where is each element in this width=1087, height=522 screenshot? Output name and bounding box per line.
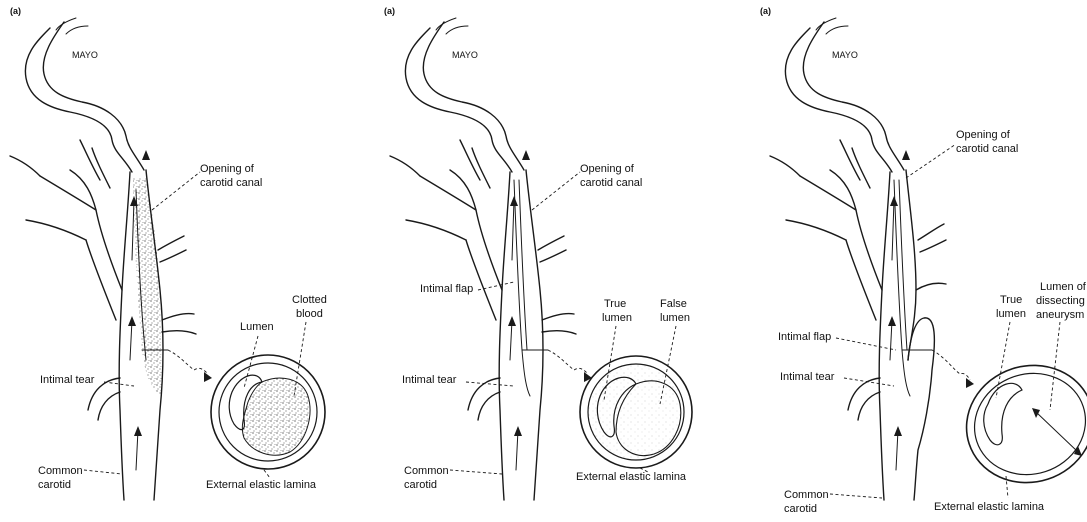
leader-intimal-flap	[836, 338, 896, 350]
label-intimal-flap: Intimal flap	[420, 283, 473, 295]
label-true-lumen: True lumen	[996, 294, 1026, 320]
leader-common	[830, 494, 882, 498]
label-intimal-tear: Intimal tear	[780, 371, 835, 383]
label-external-lamina: External elastic lamina	[934, 501, 1045, 513]
mayo-logo: MAYO	[72, 50, 98, 60]
vessel-drawing: MAYO	[10, 18, 212, 500]
mayo-logo: MAYO	[832, 50, 858, 60]
label-common-carotid: Common carotid	[784, 489, 832, 515]
label-lumen-dissecting: Lumen of dissecting aneurysm	[1036, 281, 1087, 321]
panel-dissecting-aneurysm: (a)	[760, 6, 1087, 515]
label-opening: Opening of carotid canal	[580, 163, 642, 189]
leader-intimal-tear	[466, 382, 514, 386]
vessel-drawing: MAYO	[390, 18, 592, 500]
panel-tag: (a)	[384, 6, 395, 16]
panel-clotted-blood: (a)	[10, 6, 330, 500]
panel-false-lumen: (a)	[384, 6, 692, 500]
leader-opening	[532, 172, 580, 210]
mayo-logo: MAYO	[452, 50, 478, 60]
leader-intimal-tear	[844, 378, 894, 386]
label-opening: Opening of carotid canal	[200, 163, 262, 189]
label-intimal-flap: Intimal flap	[778, 331, 831, 343]
vessel-drawing: MAYO	[770, 18, 974, 500]
leader-common	[450, 470, 502, 474]
label-external-lamina: External elastic lamina	[576, 471, 687, 483]
leader-common	[84, 470, 122, 474]
panel-tag: (a)	[10, 6, 21, 16]
leader-opening	[906, 144, 956, 178]
leader-intimal-flap	[478, 282, 514, 290]
leader-opening	[152, 172, 200, 210]
label-opening: Opening of carotid canal	[956, 129, 1018, 155]
label-true-lumen: True lumen	[602, 298, 632, 324]
leader-external	[264, 470, 270, 478]
panel-tag: (a)	[760, 6, 771, 16]
label-false-lumen: False lumen	[660, 298, 690, 324]
label-intimal-tear: Intimal tear	[402, 374, 457, 386]
cross-section	[211, 355, 325, 469]
label-clotted-blood: Clotted blood	[292, 294, 330, 320]
cross-section	[951, 349, 1087, 499]
label-intimal-tear: Intimal tear	[40, 374, 95, 386]
label-lumen: Lumen	[240, 321, 274, 333]
label-common-carotid: Common carotid	[404, 465, 452, 491]
label-external-lamina: External elastic lamina	[206, 479, 317, 491]
cross-section	[580, 356, 692, 468]
label-common-carotid: Common carotid	[38, 465, 86, 491]
